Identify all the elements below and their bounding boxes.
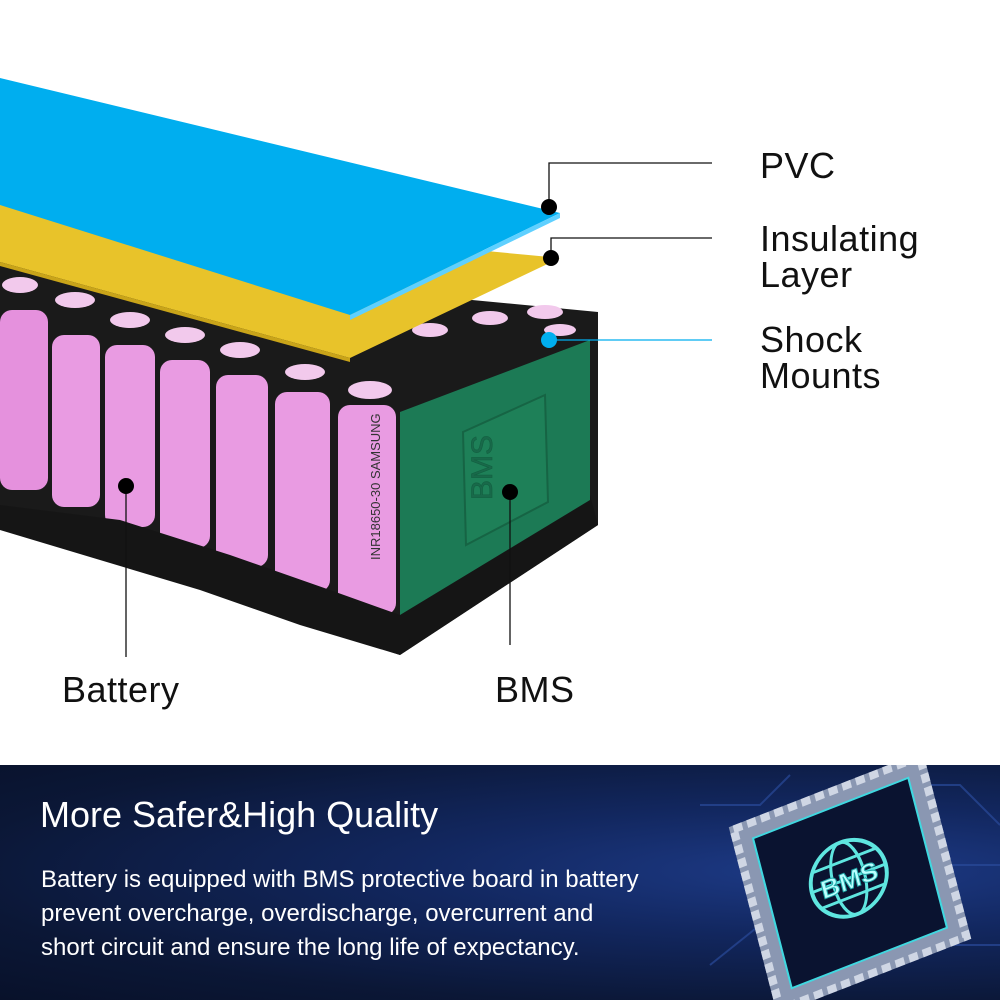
label-bms: BMS [495, 669, 575, 710]
banner-text-line: short circuit and ensure the long life o… [41, 934, 580, 961]
bms-board-label-plate [461, 393, 550, 547]
banner-title: More Safer&High Quality [40, 794, 439, 835]
bms-board-text: BMS [466, 435, 499, 500]
bms-marker [502, 484, 518, 500]
holder-bottom [0, 495, 598, 655]
label-layer: Layer [760, 254, 853, 295]
label-insulating: Insulating [760, 218, 920, 259]
label-shock: Shock [760, 319, 863, 360]
banner-text-line: prevent overcharge, overdischarge, overc… [41, 900, 594, 927]
label-battery: Battery [62, 669, 180, 710]
battery-cells: INR18650-30 SAMSUNG [0, 310, 396, 615]
cell-tops [2, 277, 576, 399]
bms-chip-icon: BMS [700, 765, 1000, 1000]
battery-pack-illustration: INR18650-30 SAMSUNG BMS [0, 78, 712, 657]
banner-text-line: Battery is equipped with BMS protective … [41, 866, 639, 893]
cell-print: INR18650-30 SAMSUNG [368, 413, 383, 560]
pvc-sheet [0, 78, 560, 315]
feature-banner: BMS More Safer&High Quality Battery is e… [0, 765, 1000, 1000]
shock-mounts-marker [541, 332, 557, 348]
label-mounts: Mounts [760, 355, 882, 396]
pvc-marker [541, 199, 557, 215]
label-pvc: PVC [760, 145, 836, 186]
insulating-marker [543, 250, 559, 266]
battery-marker [118, 478, 134, 494]
